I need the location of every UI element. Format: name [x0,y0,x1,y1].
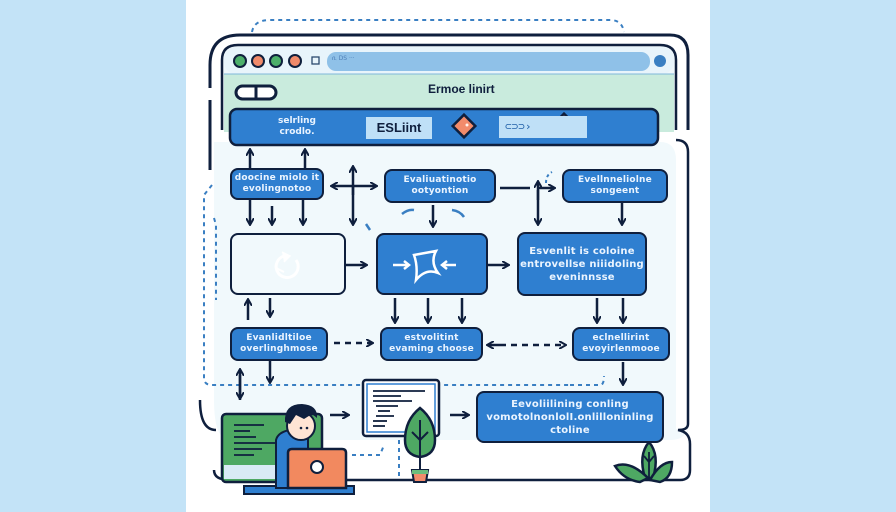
page-title: Ermoe linirt [428,82,495,96]
node-text-line: evolingnotoo [242,184,312,194]
node-box[interactable]: Esvenlit is coloine entrovellse niiidoli… [517,232,647,296]
node-text-line: Esvenlit is coloine [529,245,635,257]
node-text-line: eclnellirint [592,333,650,343]
refresh-icon [274,251,300,280]
leaf-plant-icon [613,440,674,484]
diamond-icon [450,112,478,140]
node-text-line: ctoline [550,424,590,436]
node-text-line: Evaliuatinotio [403,175,477,185]
node-text-line: Eevoliilining conling [511,398,629,410]
window-dot-orange [251,54,265,68]
dotted-connector-top [251,19,625,33]
node-box[interactable]: estvolitint evaming choose [380,327,483,361]
eslint-button[interactable]: ESLiint [366,117,432,139]
tab-icon [311,56,320,65]
merge-node[interactable] [376,233,488,295]
plant-icon [403,406,437,483]
left-side-panel [0,0,186,512]
window-dot-green [233,54,247,68]
node-box[interactable]: Evaliuatinotio ootyontion [384,169,496,203]
node-box[interactable]: eclnellirint evoyirlenmooe [572,327,670,361]
toolbar-label-line: crodlo. [279,127,315,137]
node-text-line: Evanlidltiloe [246,333,312,343]
node-text-line: ootyontion [411,186,469,196]
node-text-line: eveninnsse [549,271,615,283]
window-dot-green [269,54,283,68]
window-dot-orange [288,54,302,68]
node-box[interactable]: doocine miolo it evolingnotoo [230,168,324,200]
profile-icon [654,55,666,67]
merge-node-fill [377,234,487,294]
node-text-line: overlinghmose [240,344,318,354]
node-text-line: vomotolnonlolI.onlilloninling [486,411,654,423]
compress-icon [393,249,456,285]
node-box[interactable]: Eevoliilining conling vomotolnonlolI.onl… [476,391,664,443]
toolbar-label-line: selrling [278,116,317,126]
address-bar [327,52,650,71]
node-text-line: Evellnneliolne [578,175,652,185]
outer-window-frame [208,33,690,170]
refresh-node[interactable] [230,233,346,295]
right-side-panel [710,0,896,512]
node-text-line: evaming choose [389,344,474,354]
laptop-icon [286,447,348,490]
node-box[interactable]: Evanlidltiloe overlinghmose [230,327,328,361]
dotted-connector-left [203,184,570,386]
code-chip[interactable]: ⊂⊃⊃› [499,116,587,138]
node-text-line: songeent [590,186,640,196]
node-text-line: evoyirlenmooe [582,344,660,354]
node-box[interactable]: Evellnneliolne songeent [562,169,668,203]
node-text-line: estvolitint [404,333,459,343]
address-bar-text[interactable]: ቢ DS ··· [332,55,355,62]
node-text-line: entrovellse niiidoling [520,258,644,270]
flow-arrows [240,150,623,415]
toolbar-label: selrling crodlo. [278,116,316,138]
node-text-line: doocine miolo it [234,173,320,183]
